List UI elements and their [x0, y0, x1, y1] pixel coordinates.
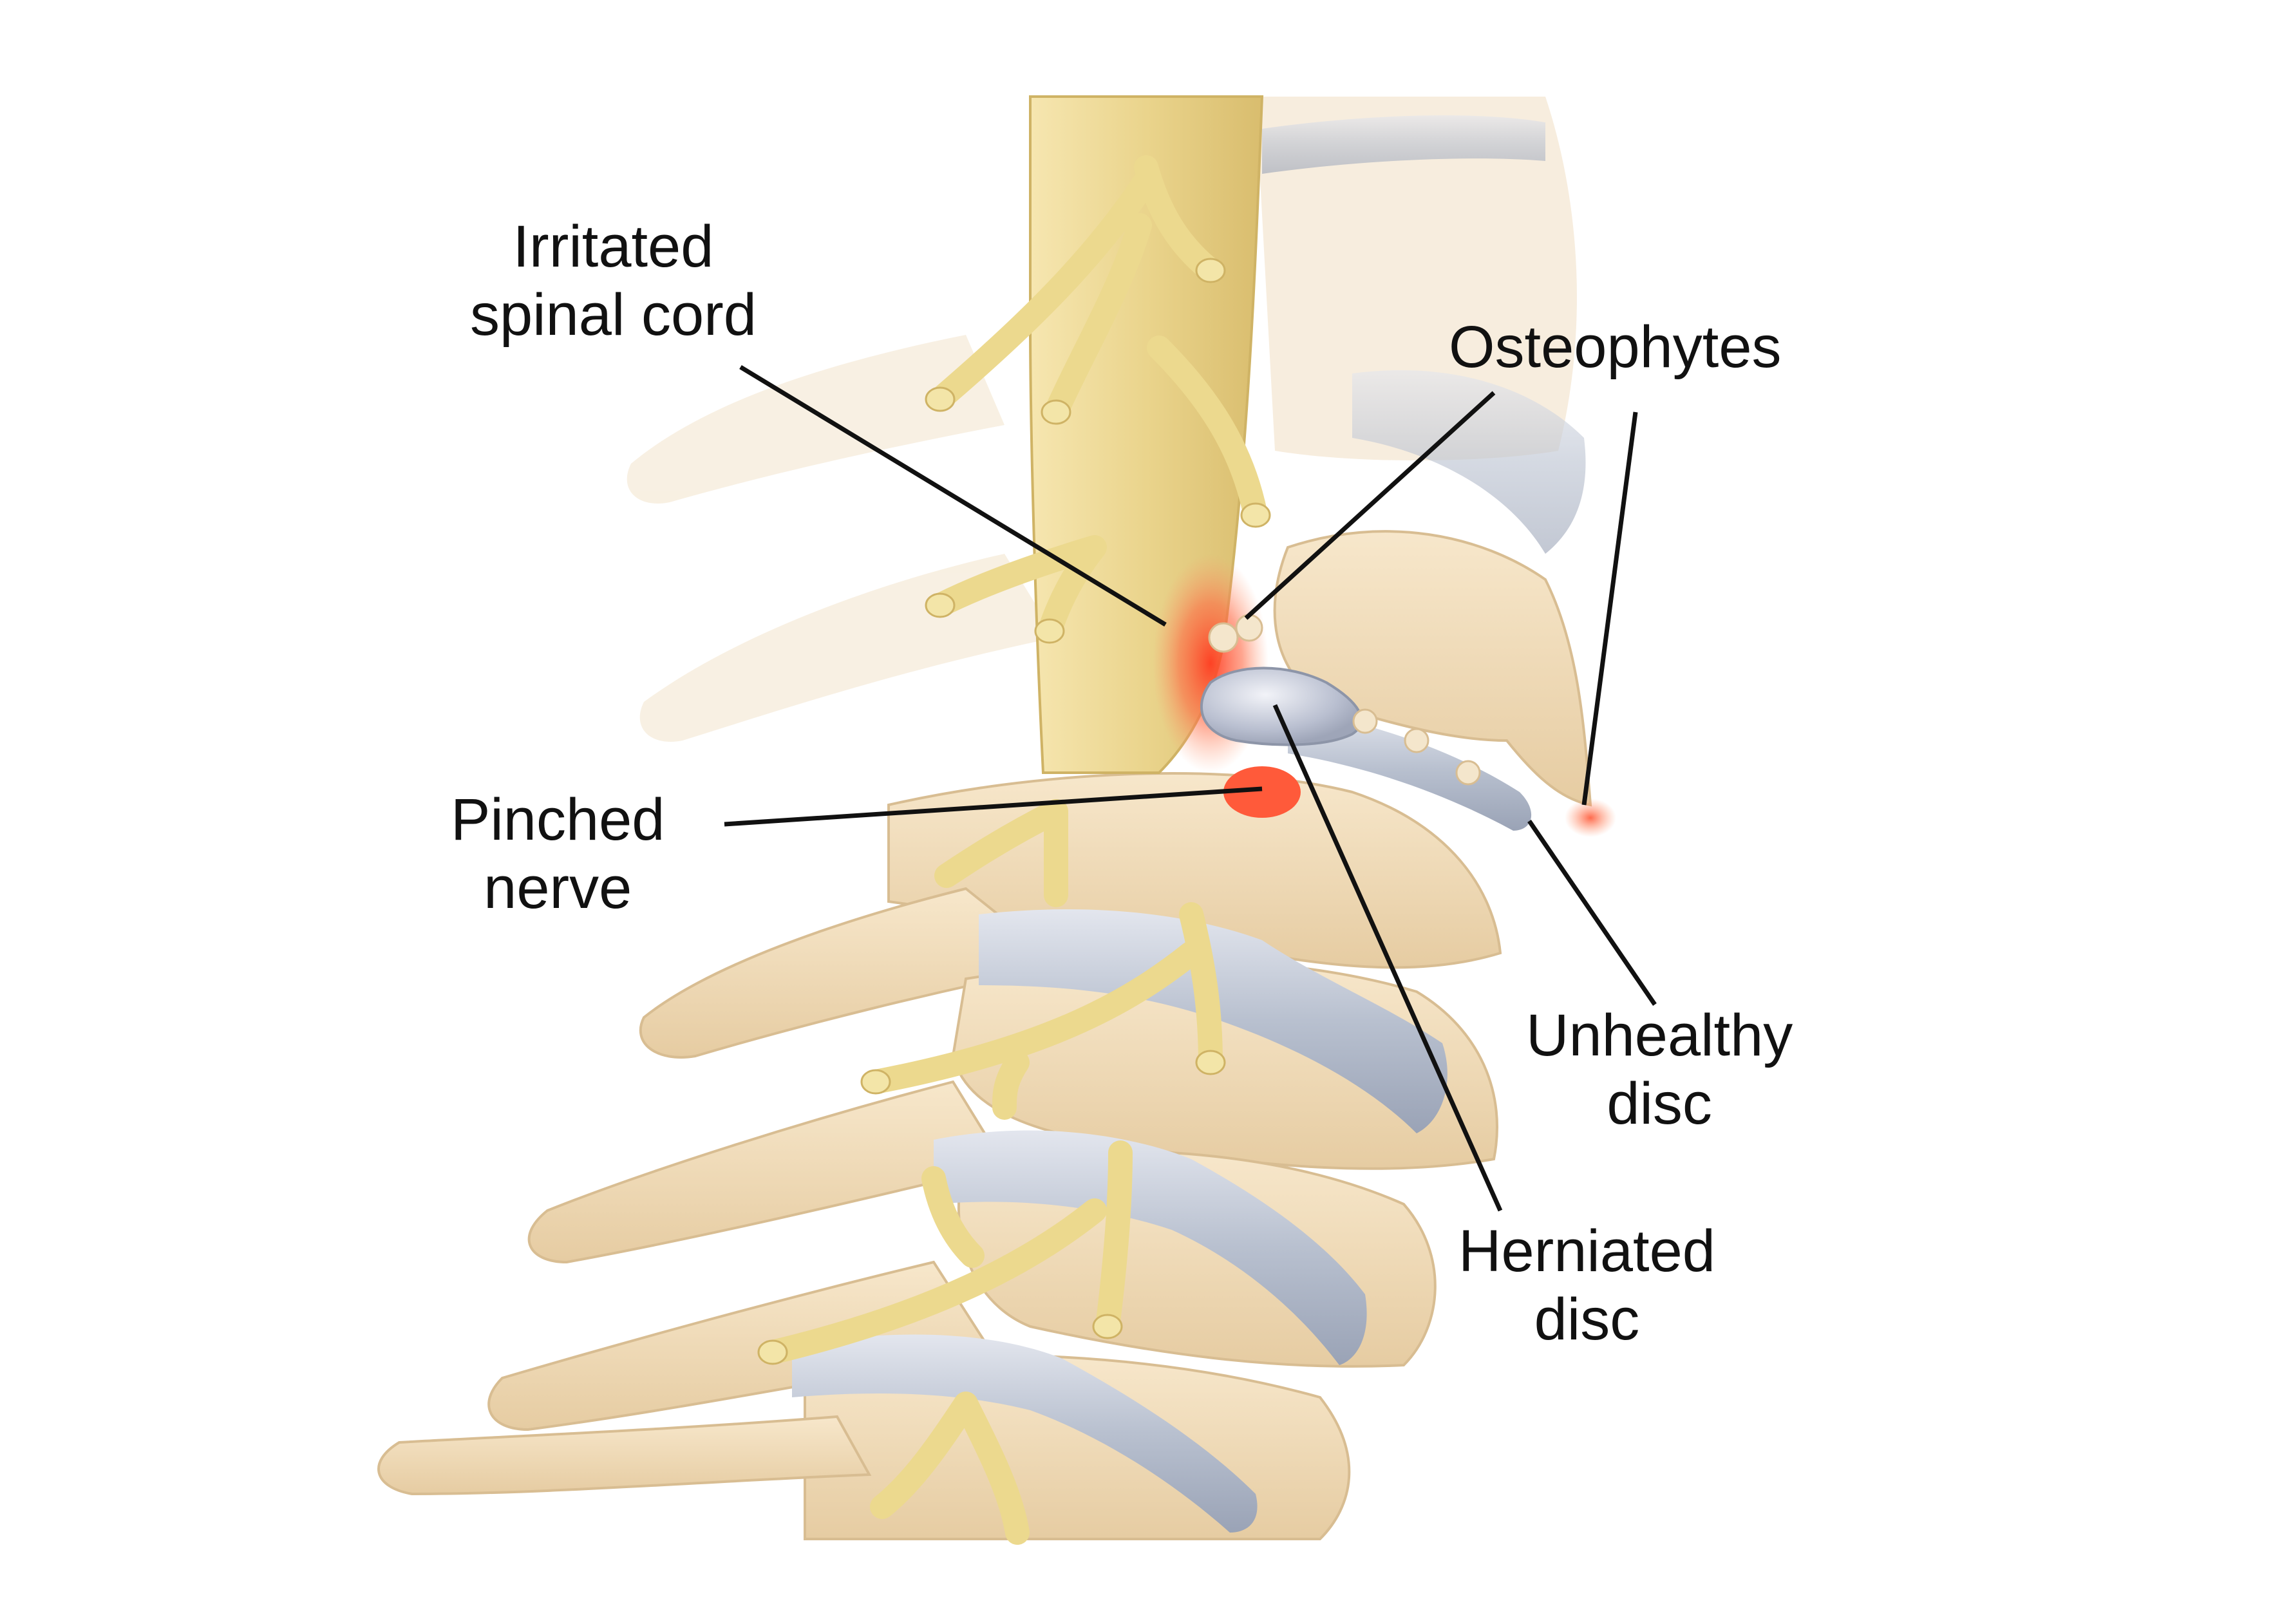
nerve-root-1	[928, 155, 1223, 411]
nerve-end	[1034, 618, 1065, 644]
label-herniated-disc-line2: disc	[1534, 1287, 1640, 1352]
osteophyte-spur	[1404, 728, 1429, 753]
leader-osteophytes-left	[1244, 391, 1496, 620]
label-pinched-line1: Pinched	[451, 787, 665, 853]
nerve-root-9	[921, 1166, 985, 1268]
nerve-end	[1240, 502, 1271, 528]
nerve-root-2	[1044, 213, 1152, 424]
nerve-root-5	[934, 799, 1069, 907]
label-herniated-line1: Herniated	[1458, 1218, 1715, 1284]
label-unhealthy-line1: Unhealthy	[1526, 1003, 1793, 1068]
upper-disc-1	[1262, 115, 1545, 174]
osteophyte-inflammation	[1565, 798, 1616, 837]
leader-pinched-nerve	[724, 786, 1263, 827]
osteophyte-spur	[1352, 708, 1378, 734]
leader-irritated-spinal-cord	[739, 365, 1167, 627]
leader-osteophytes-right	[1581, 411, 1638, 806]
upper-discs	[1262, 115, 1586, 554]
nerve-end	[925, 386, 956, 412]
osteophyte-spur	[1208, 622, 1239, 653]
nerve-roots	[760, 155, 1268, 1545]
lower-discs	[792, 708, 1532, 1533]
nerve-end	[1195, 258, 1226, 283]
nerve-root-3	[1147, 335, 1268, 527]
spinous-process-c7	[377, 1415, 872, 1496]
label-unhealthy-disc: Unhealthy disc	[1526, 1001, 1793, 1138]
nerve-root-7	[992, 1050, 1030, 1120]
label-irritated-spinal-cord: Irritated spinal cord	[470, 212, 757, 349]
label-pinched-nerve: Pinched nerve	[451, 786, 665, 922]
nerve-end	[1092, 1314, 1123, 1339]
spinous-process-c5	[527, 1080, 1007, 1264]
leader-unhealthy-disc	[1527, 820, 1657, 1006]
disc-c6-c7	[792, 1334, 1258, 1533]
osteophyte-spur	[1235, 614, 1263, 642]
label-osteophytes: Osteophytes	[1449, 314, 1782, 380]
upper-disc-2	[1352, 370, 1586, 554]
leader-herniated-disc	[1272, 704, 1503, 1212]
label-nerve-line2: nerve	[484, 855, 632, 921]
nerve-end	[860, 1069, 891, 1095]
nerve-root-ends	[757, 258, 1271, 1365]
label-unhealthy-disc-line2: disc	[1607, 1071, 1712, 1137]
upper-vertebrae	[627, 97, 1577, 742]
nerve-root-10	[870, 1392, 1030, 1545]
upper-spinous-process-1	[627, 335, 1004, 504]
osteophyte-spur	[1455, 760, 1481, 786]
nerve-end	[1041, 399, 1071, 425]
nerve-root-8	[760, 1140, 1133, 1364]
nerve-end	[757, 1339, 788, 1365]
unhealthy-disc	[1288, 708, 1532, 831]
label-spinal-cord-line2: spinal cord	[470, 282, 757, 348]
disc-c4-c5	[979, 909, 1447, 1133]
leader-lines	[724, 365, 1657, 1212]
pinched-nerve-highlight	[1223, 766, 1301, 818]
herniated-disc-bulge	[1200, 666, 1363, 746]
nerve-root-6	[863, 902, 1223, 1094]
osteophytes	[1208, 614, 1481, 786]
spinous-process-c4	[639, 887, 1066, 1059]
label-herniated-disc: Herniated disc	[1458, 1217, 1715, 1354]
label-irritated-line1: Irritated	[513, 214, 714, 279]
nerve-end	[1195, 1050, 1226, 1075]
disc-c5-c6	[934, 1130, 1367, 1365]
nerve-end	[925, 592, 956, 618]
upper-vertebral-body	[1256, 97, 1577, 460]
